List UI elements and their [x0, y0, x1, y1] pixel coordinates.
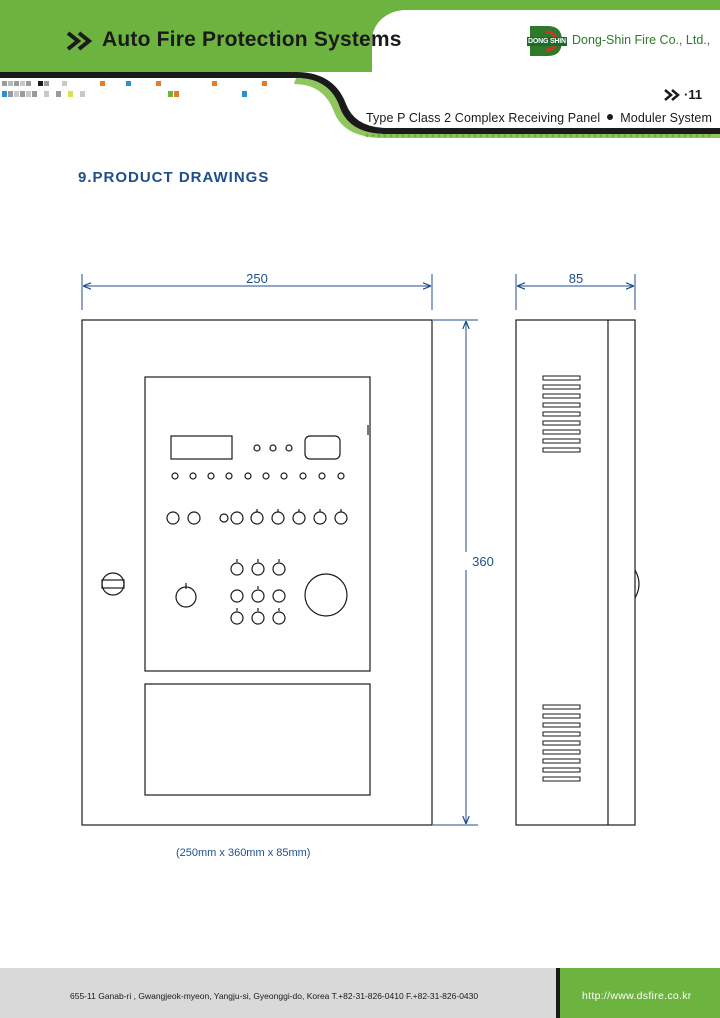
company-name: Dong-Shin Fire Co., Ltd., [572, 33, 711, 47]
footer-url-bar [556, 968, 720, 1018]
header-swoosh [0, 72, 720, 146]
dimension-caption: (250mm x 360mm x 85mm) [176, 847, 311, 859]
height-dimension: 360 [433, 319, 498, 826]
logo-wordmark: DONG SHIN [527, 37, 567, 46]
keypad [230, 559, 286, 625]
depth-dimension: 85 [515, 271, 636, 310]
page-subtitle: Type P Class 2 Complex Receiving Panel Mo… [366, 111, 712, 125]
button-row [166, 509, 348, 525]
product-drawing: 250 360 [81, 271, 640, 826]
footer-address-bar [0, 968, 556, 1018]
buzzer-speaker [304, 573, 348, 617]
dotted-rule [364, 133, 712, 138]
bullet-icon [607, 114, 614, 120]
door-lock-icon [101, 572, 125, 596]
top-vent [542, 375, 581, 453]
page-number: ·11 [684, 87, 703, 102]
subtitle-product: Type P Class 2 Complex Receiving Panel [366, 111, 601, 125]
website-link[interactable]: http://www.dsfire.co.kr [582, 990, 692, 1002]
depth-value: 85 [569, 271, 583, 286]
led-row [171, 472, 345, 480]
width-value: 250 [246, 271, 268, 286]
subtitle-system: Moduler System [620, 111, 712, 125]
footer-address: 655-11 Ganab-ri , Gwangjeok-myeon, Yangj… [70, 991, 479, 1001]
pixel-pattern [2, 81, 267, 97]
header-title: Auto Fire Protection Systems [102, 28, 402, 51]
bottom-vent [542, 704, 581, 782]
key-switch-icon [175, 583, 197, 608]
width-dimension: 250 [81, 271, 433, 310]
front-view [81, 319, 433, 826]
height-value: 360 [472, 554, 494, 569]
page-chevron-icon [664, 89, 680, 101]
section-title: 9.PRODUCT DRAWINGS [78, 169, 270, 186]
side-view [515, 319, 640, 826]
double-chevron-icon [66, 31, 93, 51]
